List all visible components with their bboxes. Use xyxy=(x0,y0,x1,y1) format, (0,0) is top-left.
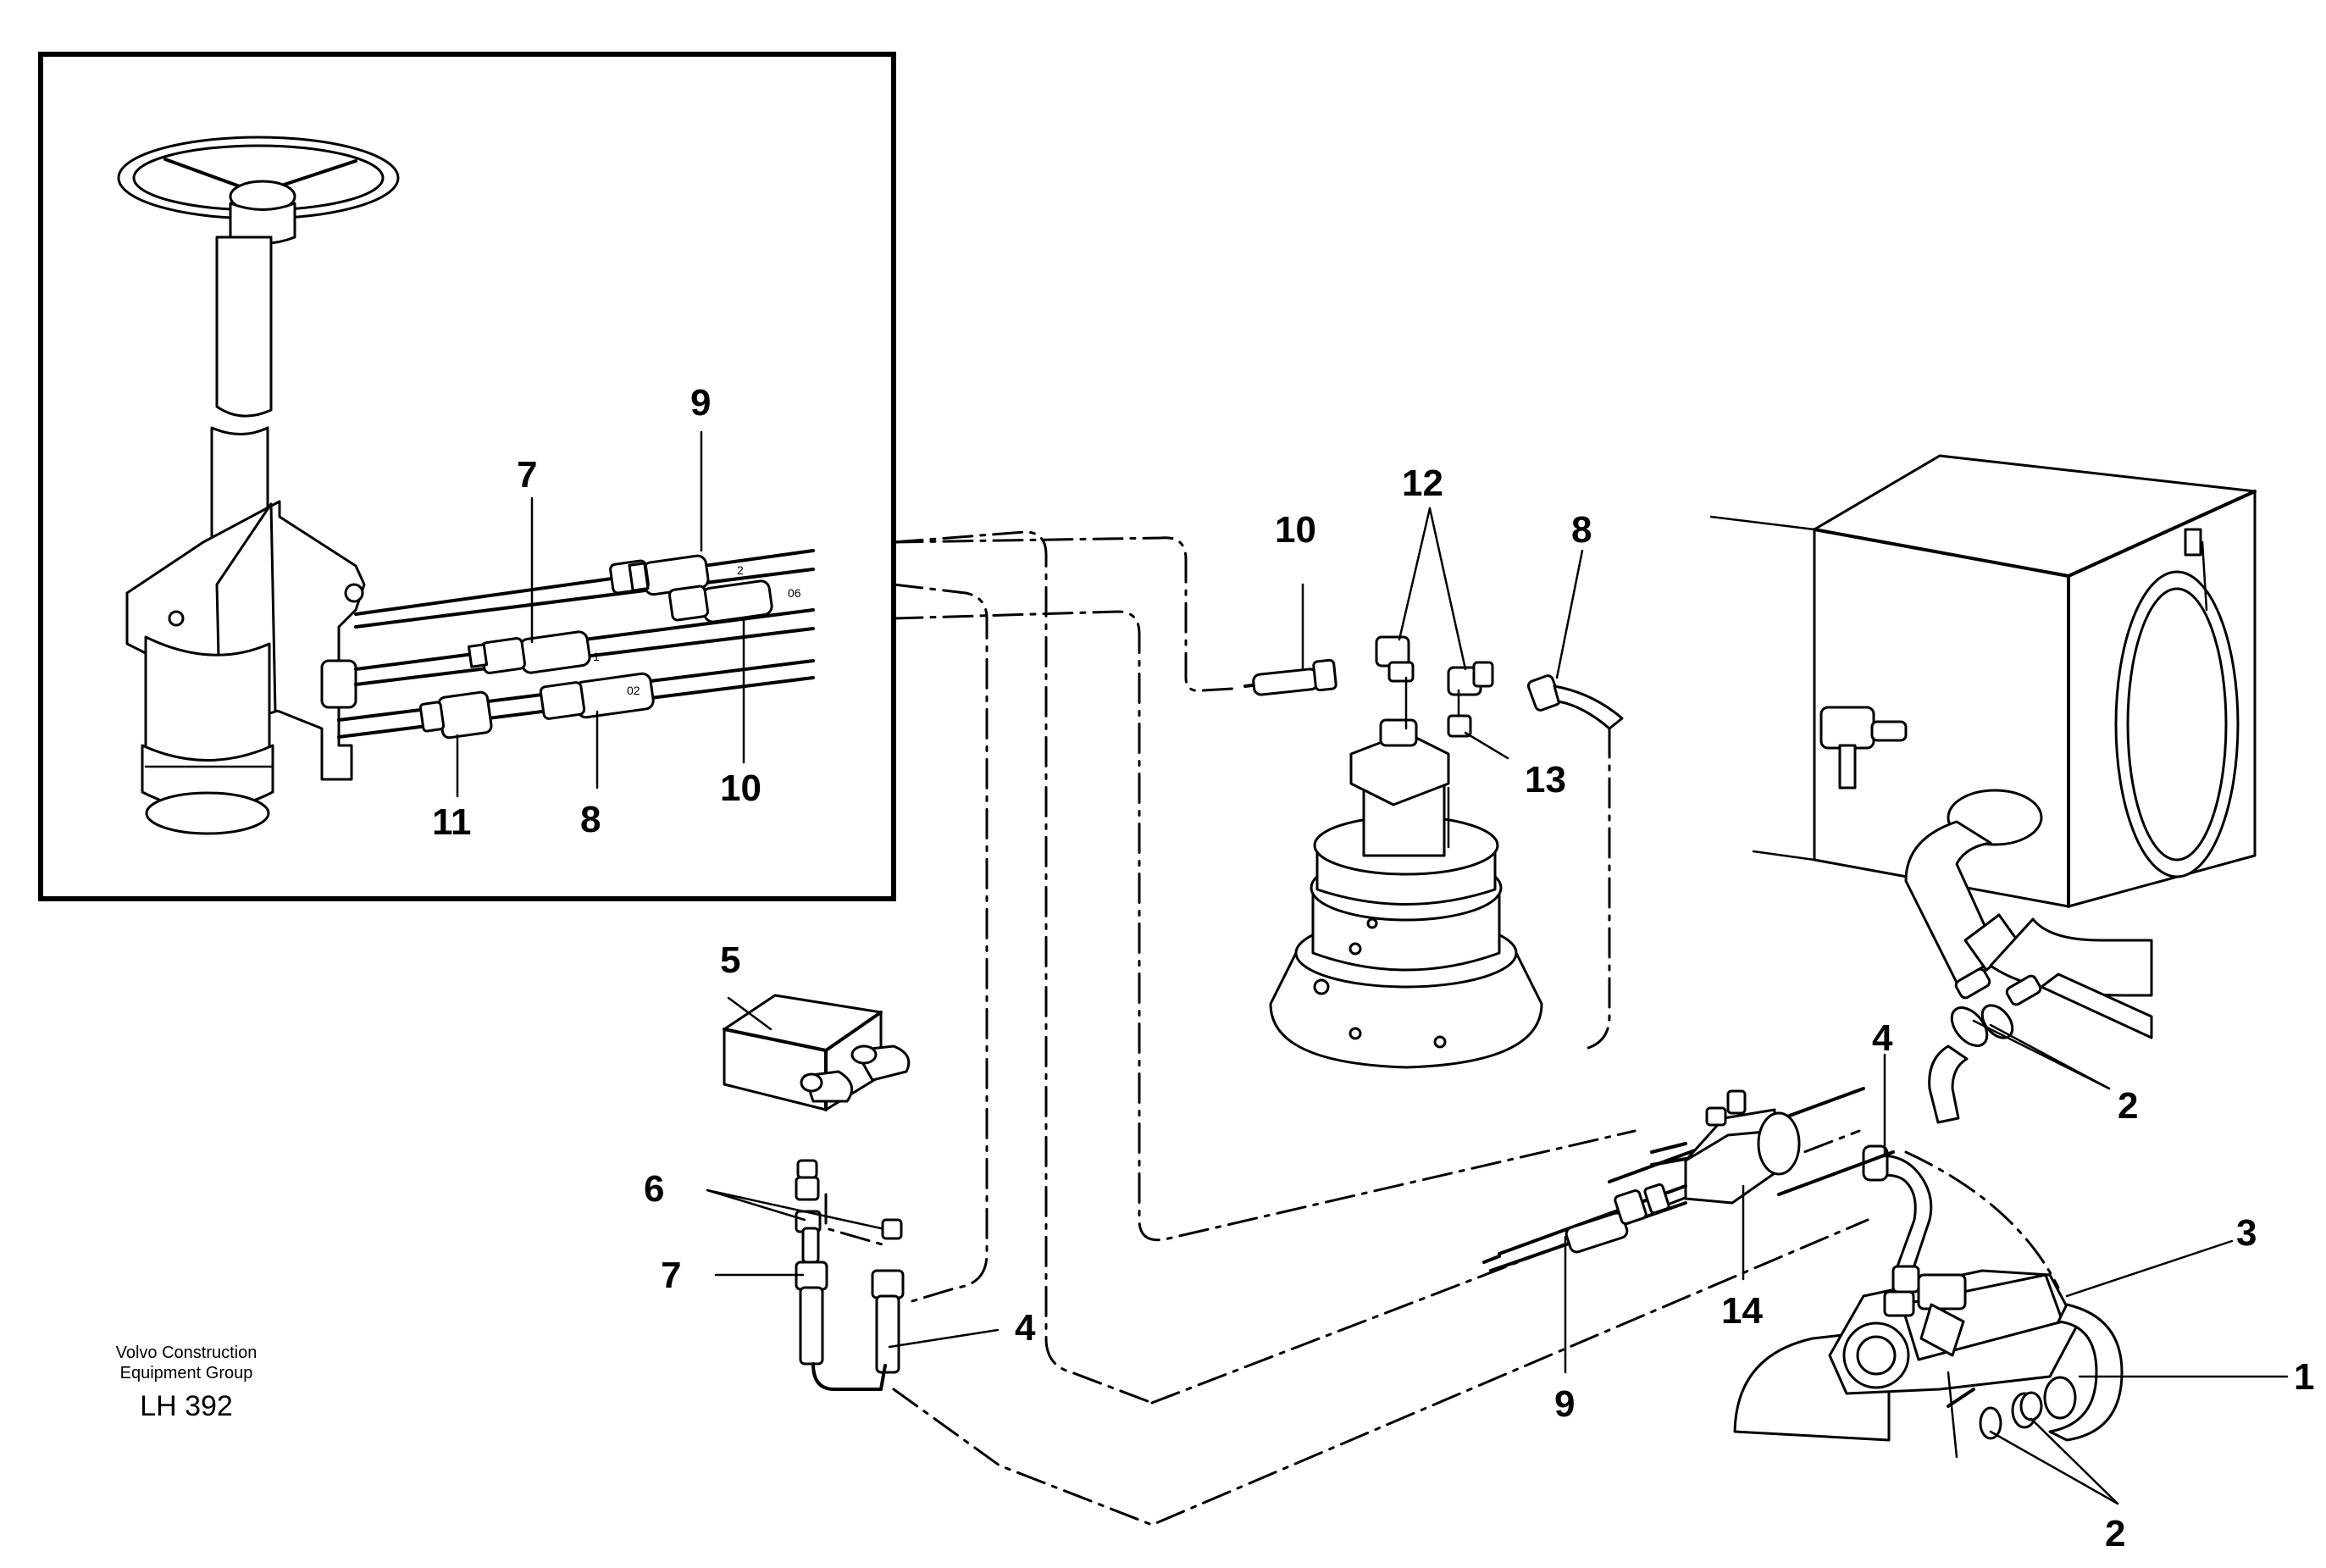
distribution-block xyxy=(723,994,911,1111)
callouts: 9 7 10 11 8 10 12 8 13 5 6 7 4 4 2 3 14 … xyxy=(432,382,2314,1554)
callout-4-left: 4 xyxy=(1015,1307,1036,1349)
hose-clamps-upper xyxy=(1928,1004,2014,1124)
org-line-1: Volvo Construction xyxy=(115,1344,258,1362)
callout-11: 11 xyxy=(432,801,472,843)
hose-mark-02: 02 xyxy=(627,684,640,697)
org-line-2: Equipment Group xyxy=(119,1364,253,1382)
leader-lines xyxy=(706,507,2289,1505)
valve-fittings-top xyxy=(1243,635,1624,738)
hose-mark-1: 1 xyxy=(593,650,600,663)
hydraulic-tank xyxy=(1709,454,2257,1039)
steering-valve-block xyxy=(1269,718,1543,1069)
callout-12: 12 xyxy=(1402,463,1443,504)
pressure-hose-right xyxy=(1862,1144,1965,1357)
callout-1: 1 xyxy=(2294,1356,2314,1398)
callout-2-upper: 2 xyxy=(2118,1085,2138,1127)
flow-valve xyxy=(1482,1087,1895,1272)
callout-10: 10 xyxy=(1275,509,1316,551)
callout-4-right: 4 xyxy=(1872,1017,1893,1059)
hose-mark-06: 06 xyxy=(788,586,801,600)
callout-9: 9 xyxy=(1554,1383,1575,1425)
callout-9-inset: 9 xyxy=(690,382,711,424)
callout-2-lower: 2 xyxy=(2105,1513,2125,1554)
callout-13: 13 xyxy=(1525,759,1566,801)
callout-6: 6 xyxy=(644,1168,664,1210)
hydraulic-pump xyxy=(1733,1269,2124,1459)
callout-3: 3 xyxy=(2236,1212,2257,1254)
hose-clamps-lower xyxy=(2019,1391,2043,1421)
inset-leader-lines xyxy=(456,430,745,798)
callout-10-inset: 10 xyxy=(720,767,761,809)
callout-7: 7 xyxy=(661,1255,681,1296)
callout-14: 14 xyxy=(1721,1290,1763,1332)
drawing-code: LH 392 xyxy=(140,1390,233,1422)
callout-5: 5 xyxy=(720,939,740,981)
hose-mark-2: 2 xyxy=(737,563,744,577)
callout-8: 8 xyxy=(1571,509,1592,551)
footer-credit: Volvo Construction Equipment Group LH 39… xyxy=(76,1343,296,1423)
callout-8-inset: 8 xyxy=(580,799,601,840)
inset-hoses xyxy=(337,549,815,740)
pipe-routes xyxy=(824,530,2060,1526)
adapter-fittings xyxy=(795,1159,905,1391)
steering-wheel-assembly xyxy=(117,136,400,835)
callout-7-inset: 7 xyxy=(517,454,537,496)
